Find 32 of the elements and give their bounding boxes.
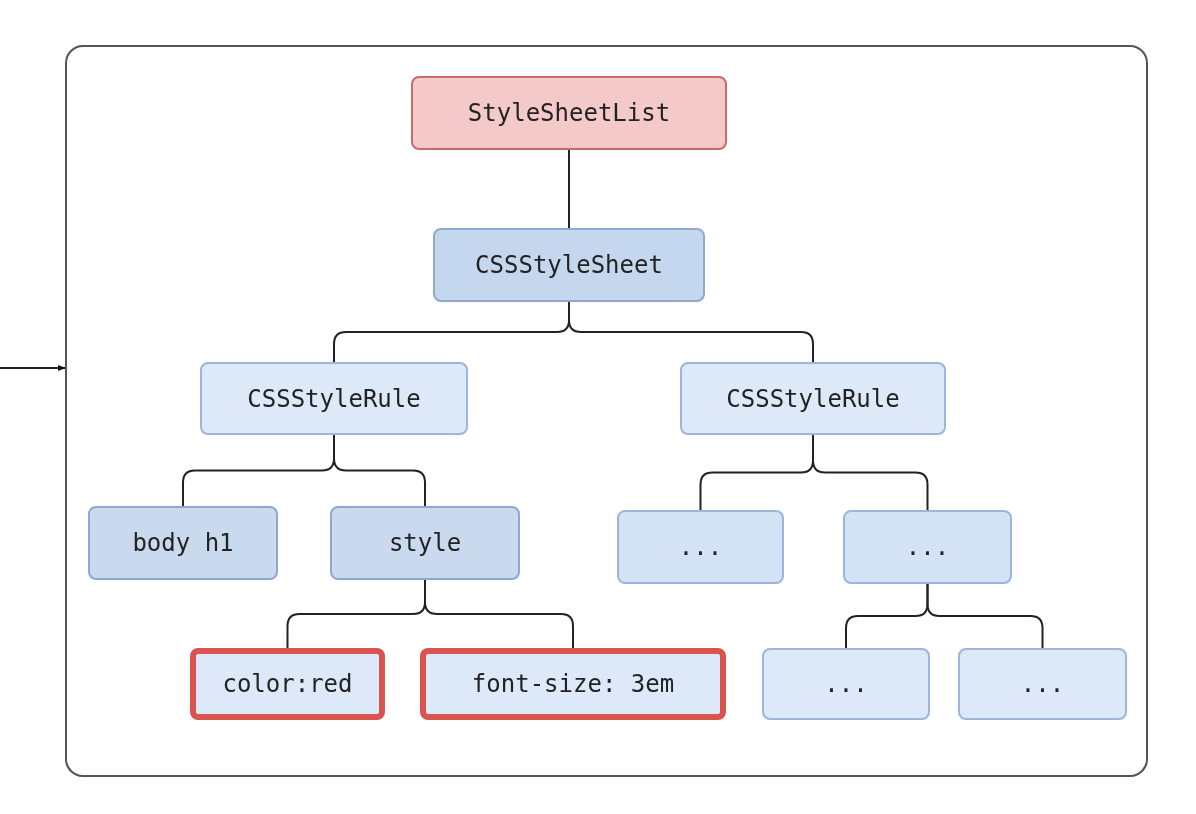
node-label: ... — [1020, 670, 1065, 698]
root-box — [411, 76, 727, 150]
tree-connector — [812, 434, 929, 511]
node-label: style — [388, 529, 462, 557]
diagram-frame — [65, 45, 1148, 777]
node-label: color:red — [222, 670, 353, 698]
tree-connector — [568, 149, 570, 229]
node-label: ... — [678, 533, 723, 561]
tree-connector — [926, 583, 1044, 649]
node-box — [762, 648, 930, 720]
node-label: CSSStyleRule — [726, 384, 900, 413]
node-label: StyleSheetList — [467, 99, 671, 127]
highlighted-box — [190, 648, 385, 720]
node-label: CSSStyleRule — [247, 384, 421, 413]
node-label: CSSStyleSheet — [475, 251, 663, 279]
node-label: font-size: 3em — [471, 670, 675, 698]
tree-connector — [424, 579, 574, 649]
node-box — [680, 362, 946, 435]
arrow — [0, 364, 66, 372]
node-label: ... — [905, 533, 950, 561]
tree-connector — [333, 434, 426, 507]
node-box — [843, 510, 1012, 584]
node-label: ... — [824, 670, 868, 698]
node-box — [88, 506, 278, 580]
node-box — [958, 648, 1127, 720]
node-box — [617, 510, 784, 584]
node-label: body h1 — [132, 529, 234, 557]
node-box — [433, 228, 705, 302]
highlighted-box — [420, 648, 726, 720]
node-box — [330, 506, 520, 580]
tree-connector — [568, 301, 814, 363]
node-box — [200, 362, 468, 435]
